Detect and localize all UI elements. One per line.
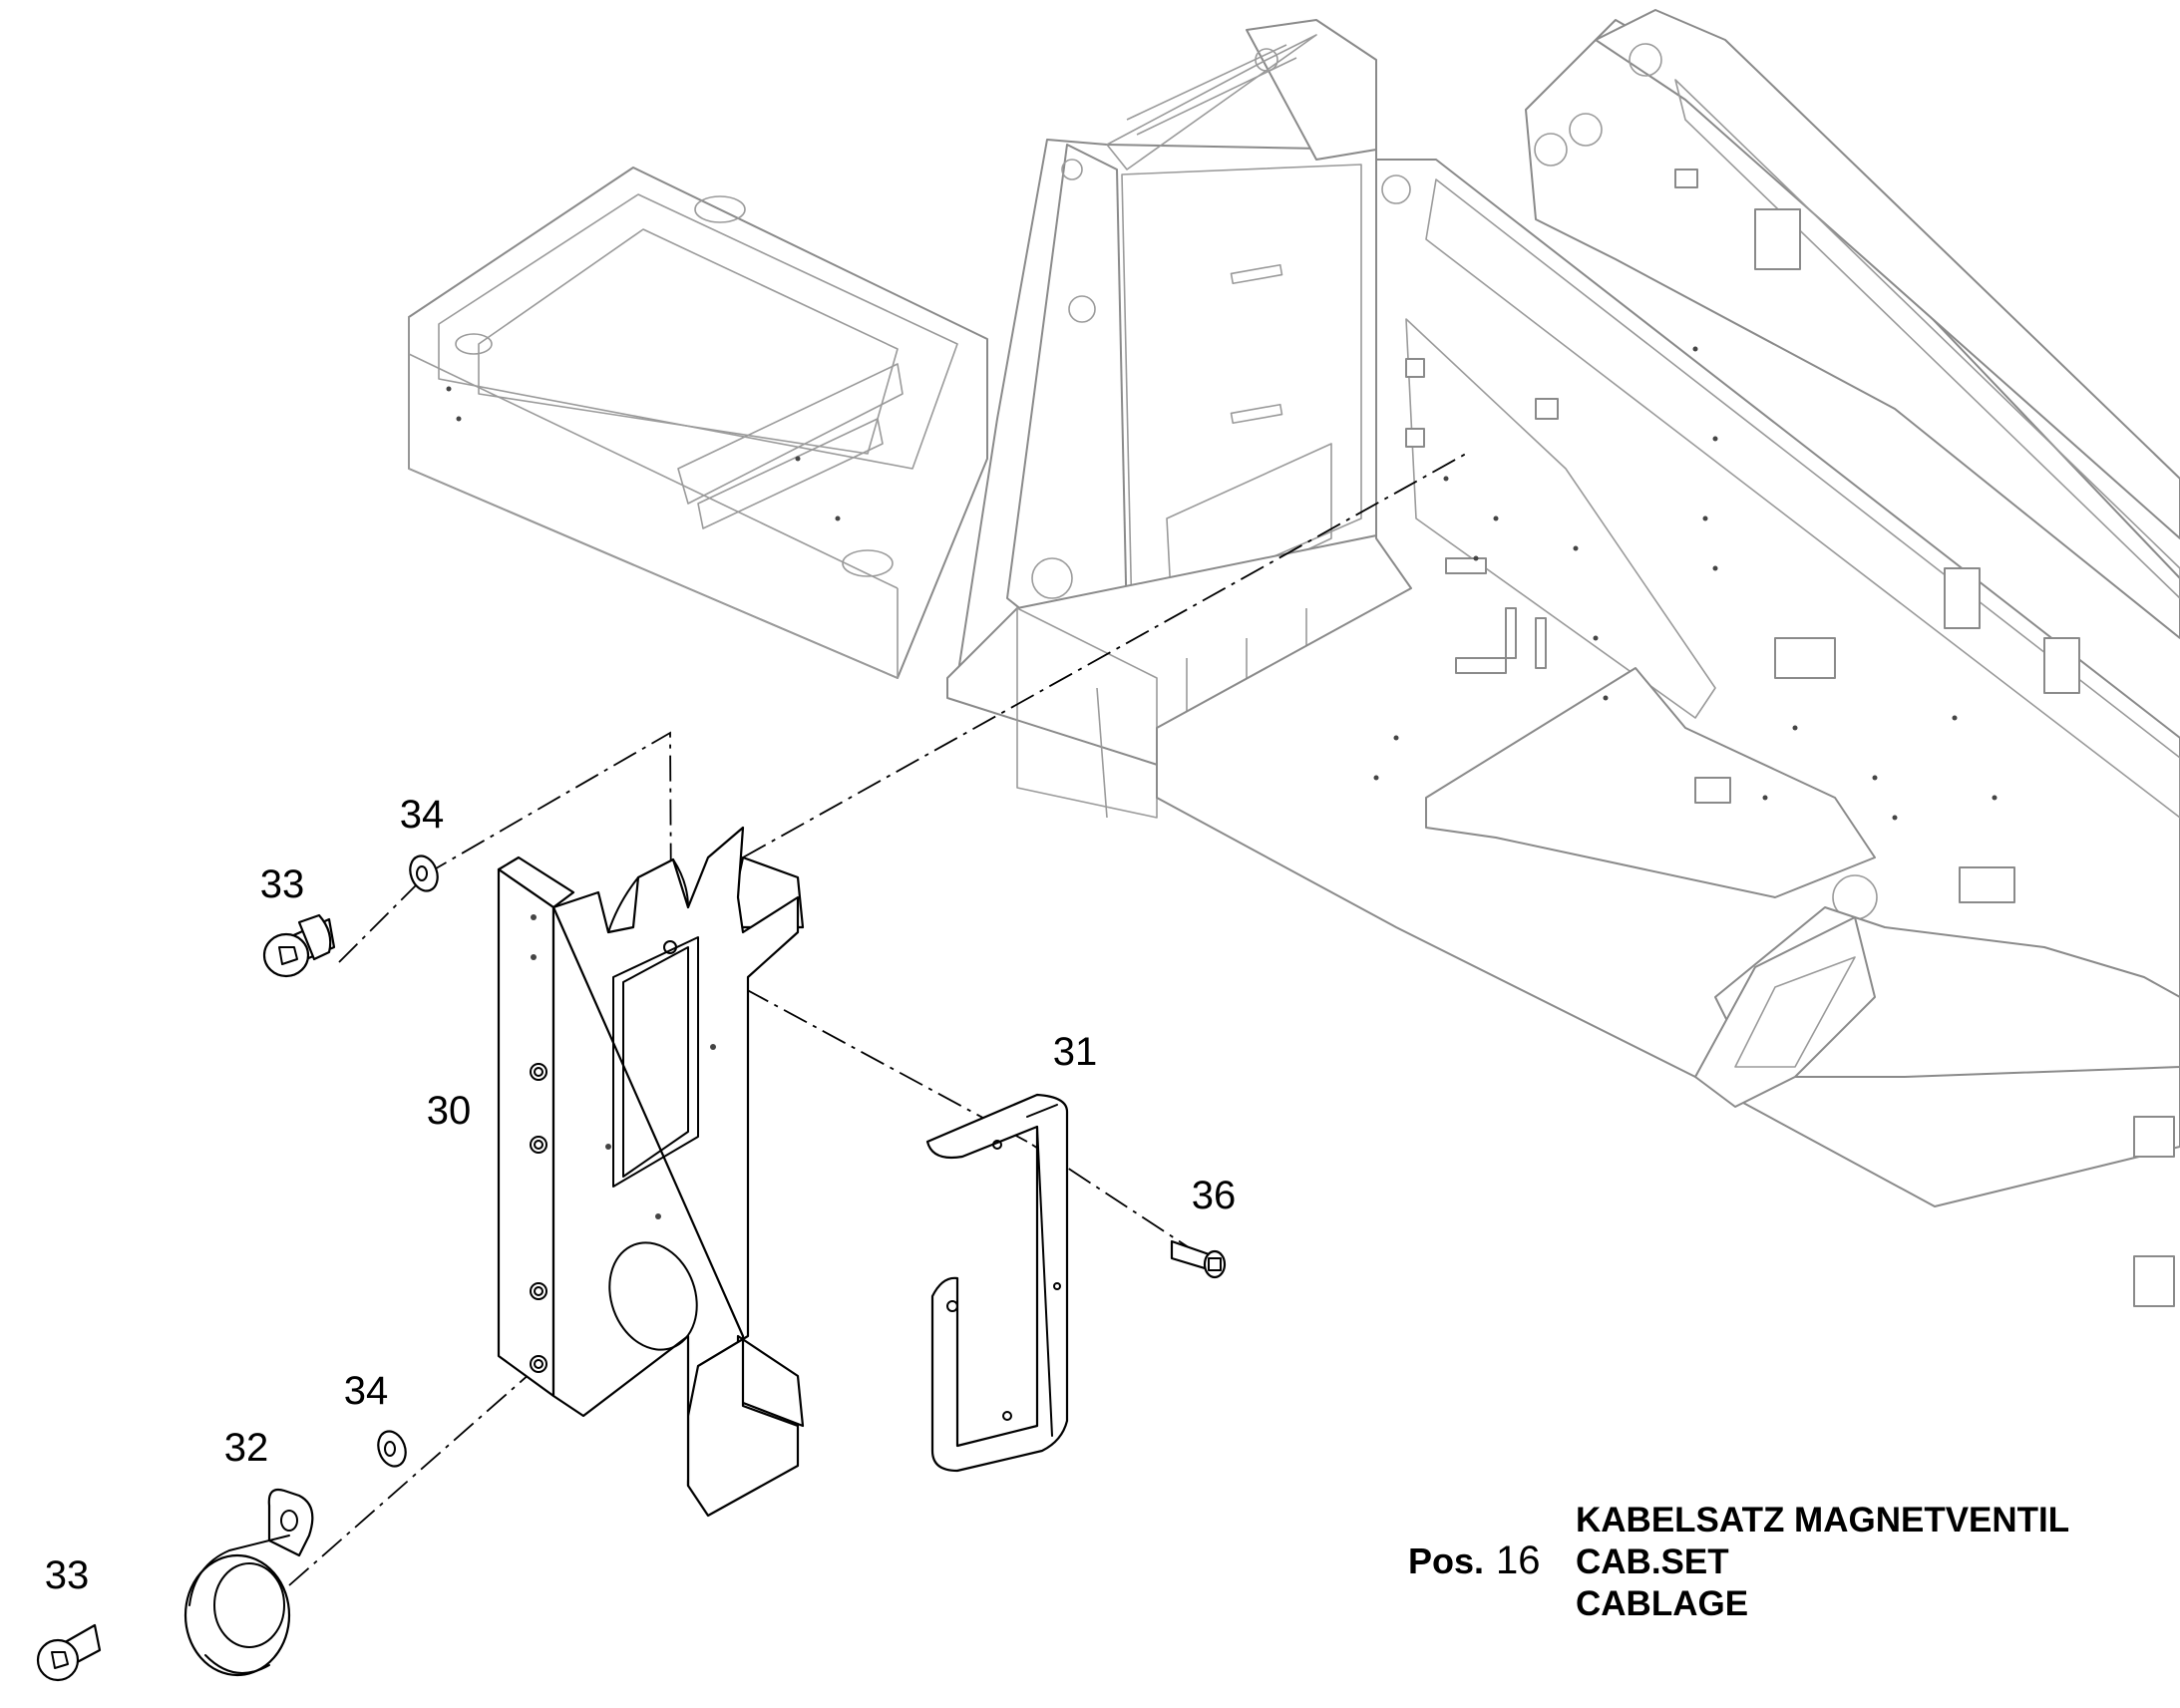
part-33-top-screw [262,913,336,978]
callout-36: 36 [1192,1174,1237,1217]
callout-33-bottom: 33 [45,1553,90,1597]
callout-labels: 34 33 30 31 36 34 32 33 [45,793,1237,1597]
callout-32: 32 [224,1426,269,1470]
pos-number: 16 [1496,1538,1541,1582]
title-line-fr: CABLAGE [1576,1584,1748,1623]
title-line-de: KABELSATZ MAGNETVENTIL [1576,1501,2069,1539]
part-32-clamp [183,1488,314,1677]
main-frame-rails [1156,9,2180,1307]
frame-rivets [446,346,1998,821]
part-31-clip [925,1093,1069,1473]
title-block: Pos. 16 KABELSATZ MAGNETVENTIL CAB.SET C… [1408,1501,2069,1623]
callout-31: 31 [1053,1030,1098,1074]
pos-label: Pos. [1408,1540,1484,1581]
callout-34-bottom: 34 [344,1369,389,1413]
callout-33-top: 33 [260,862,305,906]
lift-tower [946,19,1412,819]
part-30-bracket [497,826,805,1518]
part-33-bottom-screw [36,1623,102,1682]
part-34-bottom-washer [377,1430,407,1468]
callout-34-top: 34 [400,793,445,837]
part-36-screw [1170,1239,1227,1279]
callout-30: 30 [427,1089,472,1133]
machine-frame [408,9,2180,1307]
counterweight-box [408,167,988,679]
title-line-en: CAB.SET [1576,1542,1729,1581]
part-34-top-washer [409,854,439,892]
